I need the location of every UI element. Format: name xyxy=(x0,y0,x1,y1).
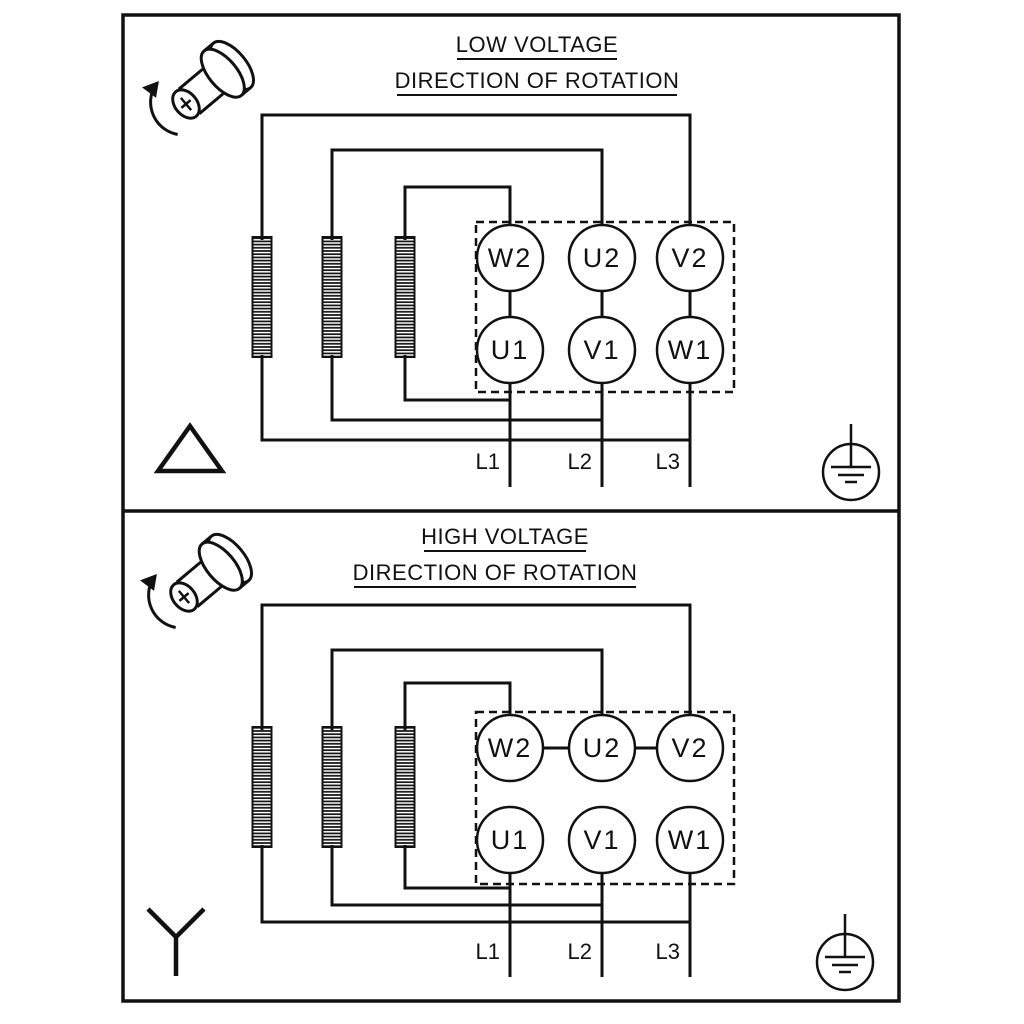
shaft-rotation-icon xyxy=(142,39,255,136)
delta-symbol xyxy=(153,422,227,474)
terminal-w2-low: W2 xyxy=(475,223,545,293)
shaft-body xyxy=(177,68,225,115)
wire-coil2-to-l2 xyxy=(330,845,602,907)
terminal-v1-high: V1 xyxy=(567,805,637,875)
winding-coil-1 xyxy=(251,236,273,358)
low-voltage-panel: LOW VOLTAGE DIRECTION OF ROTATION xyxy=(142,32,881,502)
terminal-label: U2 xyxy=(583,243,622,273)
terminal-label: W2 xyxy=(488,243,533,273)
earth-ground-icon xyxy=(821,424,881,502)
supply-label-l3: L3 xyxy=(656,449,680,474)
shaft-face-cross xyxy=(177,590,191,604)
winding-coil-1 xyxy=(251,726,273,848)
wire-coil3-to-w2 xyxy=(403,681,512,730)
high-voltage-panel: HIGH VOLTAGE DIRECTION OF ROTATION xyxy=(140,524,875,992)
terminal-label: V2 xyxy=(671,733,708,763)
terminal-w2-high: W2 xyxy=(475,713,545,783)
terminal-label: W1 xyxy=(668,825,713,855)
terminal-u1-low: U1 xyxy=(475,315,545,385)
terminal-label: V2 xyxy=(671,243,708,273)
rotation-arrow-head xyxy=(142,81,159,98)
supply-label-l1: L1 xyxy=(476,939,500,964)
terminal-label: U1 xyxy=(491,335,530,365)
terminal-w1-low: W1 xyxy=(655,315,725,385)
wire-coil2-to-u2 xyxy=(330,148,604,240)
shaft-body xyxy=(175,561,223,608)
terminal-label: V1 xyxy=(583,825,620,855)
terminal-circle xyxy=(567,223,637,293)
terminal-u2-low: U2 xyxy=(567,223,637,293)
supply-label-l2: L2 xyxy=(568,939,592,964)
terminal-label: U1 xyxy=(491,825,530,855)
high-voltage-title: HIGH VOLTAGE xyxy=(421,524,589,549)
terminal-circle xyxy=(475,315,545,385)
terminal-label: U2 xyxy=(583,733,622,763)
winding-coil-3 xyxy=(394,726,416,848)
terminal-label: V1 xyxy=(583,335,620,365)
supply-label-l3: L3 xyxy=(656,939,680,964)
earth-circle xyxy=(815,932,875,992)
terminal-circle xyxy=(655,805,725,875)
high-voltage-subtitle: DIRECTION OF ROTATION xyxy=(353,560,638,585)
star-symbol xyxy=(146,907,206,976)
delta-bridges xyxy=(508,291,692,317)
flange-front xyxy=(199,47,246,99)
wire-coil1-to-l3 xyxy=(260,845,690,924)
wire-coil1-to-v2 xyxy=(260,113,692,240)
terminal-circle xyxy=(567,315,637,385)
earth-circle xyxy=(821,442,881,502)
terminal-label: W1 xyxy=(668,335,713,365)
terminal-label: W2 xyxy=(488,733,533,763)
winding-coil-2 xyxy=(321,236,343,358)
terminal-v2-low: V2 xyxy=(655,223,725,293)
supply-label-l2: L2 xyxy=(568,449,592,474)
wire-coil2-to-l2 xyxy=(330,355,602,422)
terminal-u2-high: U2 xyxy=(567,713,637,783)
wire-coil3-to-l1 xyxy=(403,845,510,890)
shaft-rotation-icon xyxy=(140,532,253,629)
winding-coil-2 xyxy=(321,726,343,848)
wire-coil2-to-u2 xyxy=(330,648,604,730)
wire-coil1-to-l3 xyxy=(260,355,690,442)
terminal-circle xyxy=(655,713,725,783)
flange-front xyxy=(197,540,244,592)
terminal-circle xyxy=(655,223,725,293)
terminal-v2-high: V2 xyxy=(655,713,725,783)
supply-label-l1: L1 xyxy=(476,449,500,474)
wire-coil3-to-w2 xyxy=(403,185,512,240)
wire-coil1-to-v2 xyxy=(260,603,692,730)
earth-ground-icon xyxy=(815,914,875,992)
terminal-block-outline xyxy=(474,220,736,394)
terminal-circle xyxy=(475,713,545,783)
terminal-w1-high: W1 xyxy=(655,805,725,875)
low-voltage-title: LOW VOLTAGE xyxy=(456,32,618,57)
wiring-high-voltage xyxy=(260,603,692,977)
terminal-circle xyxy=(567,713,637,783)
low-voltage-subtitle: DIRECTION OF ROTATION xyxy=(395,68,680,93)
terminal-circle xyxy=(655,315,725,385)
outer-border xyxy=(121,13,901,1003)
terminal-block-outline xyxy=(474,710,736,886)
terminal-circle xyxy=(475,223,545,293)
shaft-face-cross xyxy=(179,97,193,111)
terminal-circle xyxy=(567,805,637,875)
terminal-circle xyxy=(475,805,545,875)
terminal-u1-high: U1 xyxy=(475,805,545,875)
wiring-low-voltage xyxy=(260,113,692,487)
winding-coil-3 xyxy=(394,236,416,358)
wire-coil3-to-l1 xyxy=(403,355,510,402)
terminal-v1-low: V1 xyxy=(567,315,637,385)
rotation-arrow-head xyxy=(140,574,157,591)
